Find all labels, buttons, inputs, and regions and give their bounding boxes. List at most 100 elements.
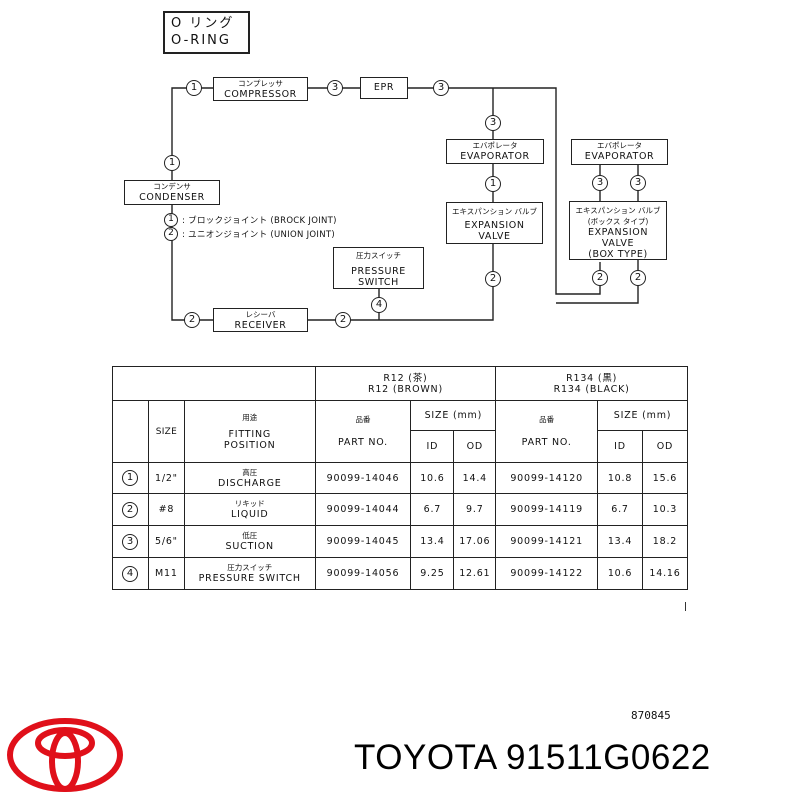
- position-jp: 圧力スイッチ: [227, 563, 273, 572]
- fitting-header-en1: FITTING: [228, 428, 272, 440]
- r12-partno-jp: 品番: [355, 415, 371, 424]
- r134-id-cell: 10.6: [597, 557, 643, 590]
- position-en: LIQUID: [231, 509, 269, 520]
- size-cell: 1/2": [147, 462, 185, 494]
- expansion-boxtype-jp2: (ボックス タイプ): [587, 217, 649, 226]
- r134-partno-header: 品番 PART NO.: [495, 400, 599, 463]
- joint-marker-1: 1: [164, 155, 180, 171]
- r134-header-en: R134 (BLACK): [553, 383, 630, 395]
- joint-marker-2: 2: [184, 312, 200, 328]
- expansion-valve-jp: エキスパンション バルブ: [451, 207, 538, 216]
- expansion-valve-box: エキスパンション バルブ EXPANSION VALVE: [446, 202, 543, 244]
- r12-od-cell: 9.7: [453, 493, 497, 526]
- num-header-cell: [112, 400, 149, 463]
- expansion-valve-boxtype: エキスパンション バルブ (ボックス タイプ) EXPANSION VALVE …: [569, 201, 667, 260]
- r12-partno-header: 品番 PART NO.: [314, 400, 412, 463]
- evaporator-right-box: エバポレータ EVAPORATOR: [571, 139, 668, 165]
- position-jp: リキッド: [234, 499, 265, 508]
- expansion-boxtype-en2: VALVE: [601, 238, 635, 249]
- r12-od-cell: 12.61: [453, 557, 497, 590]
- r12-partno-en: PART NO.: [338, 437, 388, 448]
- legend-marker-1: 1: [164, 213, 178, 227]
- legend-marker-2: 2: [164, 227, 178, 241]
- r134-id-header: ID: [597, 430, 643, 463]
- r12-id-cell: 6.7: [410, 493, 455, 526]
- r134-header-jp: R134 (黒): [566, 372, 618, 384]
- drawing-number: 870845: [631, 709, 671, 722]
- title-en: O-RING: [171, 33, 231, 48]
- evaporator-left-box: エバポレータ EVAPORATOR: [446, 139, 544, 164]
- joint-marker-4: 4: [371, 297, 387, 313]
- receiver-box: レシーバ RECEIVER: [213, 308, 308, 332]
- pressure-switch-en2: SWITCH: [358, 277, 399, 288]
- size-cell: #8: [147, 493, 185, 526]
- r12-id-cell: 10.6: [410, 462, 455, 494]
- toyota-emblem-icon: [7, 718, 123, 792]
- fitting-position-header: 用途 FITTING POSITION: [183, 400, 316, 463]
- condenser-jp: コンデンサ: [153, 182, 191, 191]
- r12-id-cell: 9.25: [410, 557, 455, 590]
- r134-od-cell: 14.16: [641, 557, 689, 590]
- position-jp: 高圧: [242, 467, 258, 477]
- row-marker-2: 2: [122, 501, 139, 518]
- fitting-header-jp: 用途: [242, 412, 258, 422]
- joint-marker-3: 3: [592, 175, 608, 191]
- r12-od-cell: 17.06: [453, 525, 497, 558]
- r134-partno-jp: 品番: [539, 415, 555, 424]
- position-en: DISCHARGE: [217, 477, 282, 489]
- r12-header-jp: R12 (茶): [383, 372, 428, 384]
- r134-part-cell: 90099-14119: [495, 493, 599, 526]
- pressure-switch-jp: 圧力スイッチ: [356, 251, 401, 260]
- evaporator-left-jp: エバポレータ: [472, 141, 518, 150]
- expansion-boxtype-jp1: エキスパンション バルブ: [575, 206, 661, 215]
- epr-box: EPR: [360, 77, 408, 99]
- title-box: O リング O-RING: [163, 11, 250, 54]
- r12-size-header: SIZE (mm): [410, 400, 497, 431]
- epr-label: EPR: [373, 82, 395, 93]
- r12-part-cell: 90099-14044: [314, 493, 412, 526]
- piping-lines: [171, 87, 639, 321]
- condenser-en: CONDENSER: [139, 192, 205, 203]
- joint-marker-3: 3: [630, 175, 646, 191]
- r134-od-cell: 18.2: [641, 525, 689, 558]
- r134-id-cell: 6.7: [597, 493, 643, 526]
- r134-partno-en: PART NO.: [521, 437, 572, 448]
- compressor-jp: コンプレッサ: [238, 79, 283, 88]
- row-marker-1: 1: [122, 470, 139, 486]
- compressor-en: COMPRESSOR: [224, 89, 297, 100]
- joint-marker-1: 1: [485, 176, 501, 192]
- r12-part-cell: 90099-14046: [314, 462, 412, 494]
- row-num-cell: 4: [112, 557, 149, 590]
- evaporator-right-en: EVAPORATOR: [584, 151, 655, 162]
- r12-id-cell: 13.4: [410, 525, 455, 558]
- brand-part-number: TOYOTA 91511G0622: [354, 738, 711, 777]
- expansion-boxtype-en1: EXPANSION: [587, 227, 649, 238]
- title-jp: O リング: [171, 16, 235, 31]
- r134-od-cell: 10.3: [641, 493, 689, 526]
- r12-header: R12 (茶) R12 (BROWN): [314, 366, 497, 401]
- r134-header: R134 (黒) R134 (BLACK): [495, 366, 688, 401]
- r12-id-header: ID: [410, 430, 455, 463]
- size-header: SIZE: [147, 400, 185, 463]
- row-num-cell: 2: [112, 493, 149, 526]
- r134-od-cell: 15.6: [641, 462, 689, 494]
- r134-od-header: OD: [641, 430, 689, 463]
- r134-size-header: SIZE (mm): [597, 400, 688, 431]
- r12-od-header: OD: [453, 430, 497, 463]
- row-num-cell: 1: [112, 462, 149, 494]
- expansion-boxtype-en3: (BOX TYPE): [588, 249, 648, 260]
- joint-marker-3: 3: [485, 115, 501, 131]
- pressure-switch-box: 圧力スイッチ PRESSURE SWITCH: [333, 247, 424, 289]
- compressor-box: コンプレッサ COMPRESSOR: [213, 77, 308, 101]
- position-en: PRESSURE SWITCH: [198, 573, 301, 584]
- table-corner-cell: [112, 366, 316, 401]
- legend-text-2: : ユニオンジョイント (UNION JOINT): [182, 230, 335, 240]
- evaporator-right-jp: エバポレータ: [597, 141, 642, 150]
- r12-header-en: R12 (BROWN): [367, 383, 443, 395]
